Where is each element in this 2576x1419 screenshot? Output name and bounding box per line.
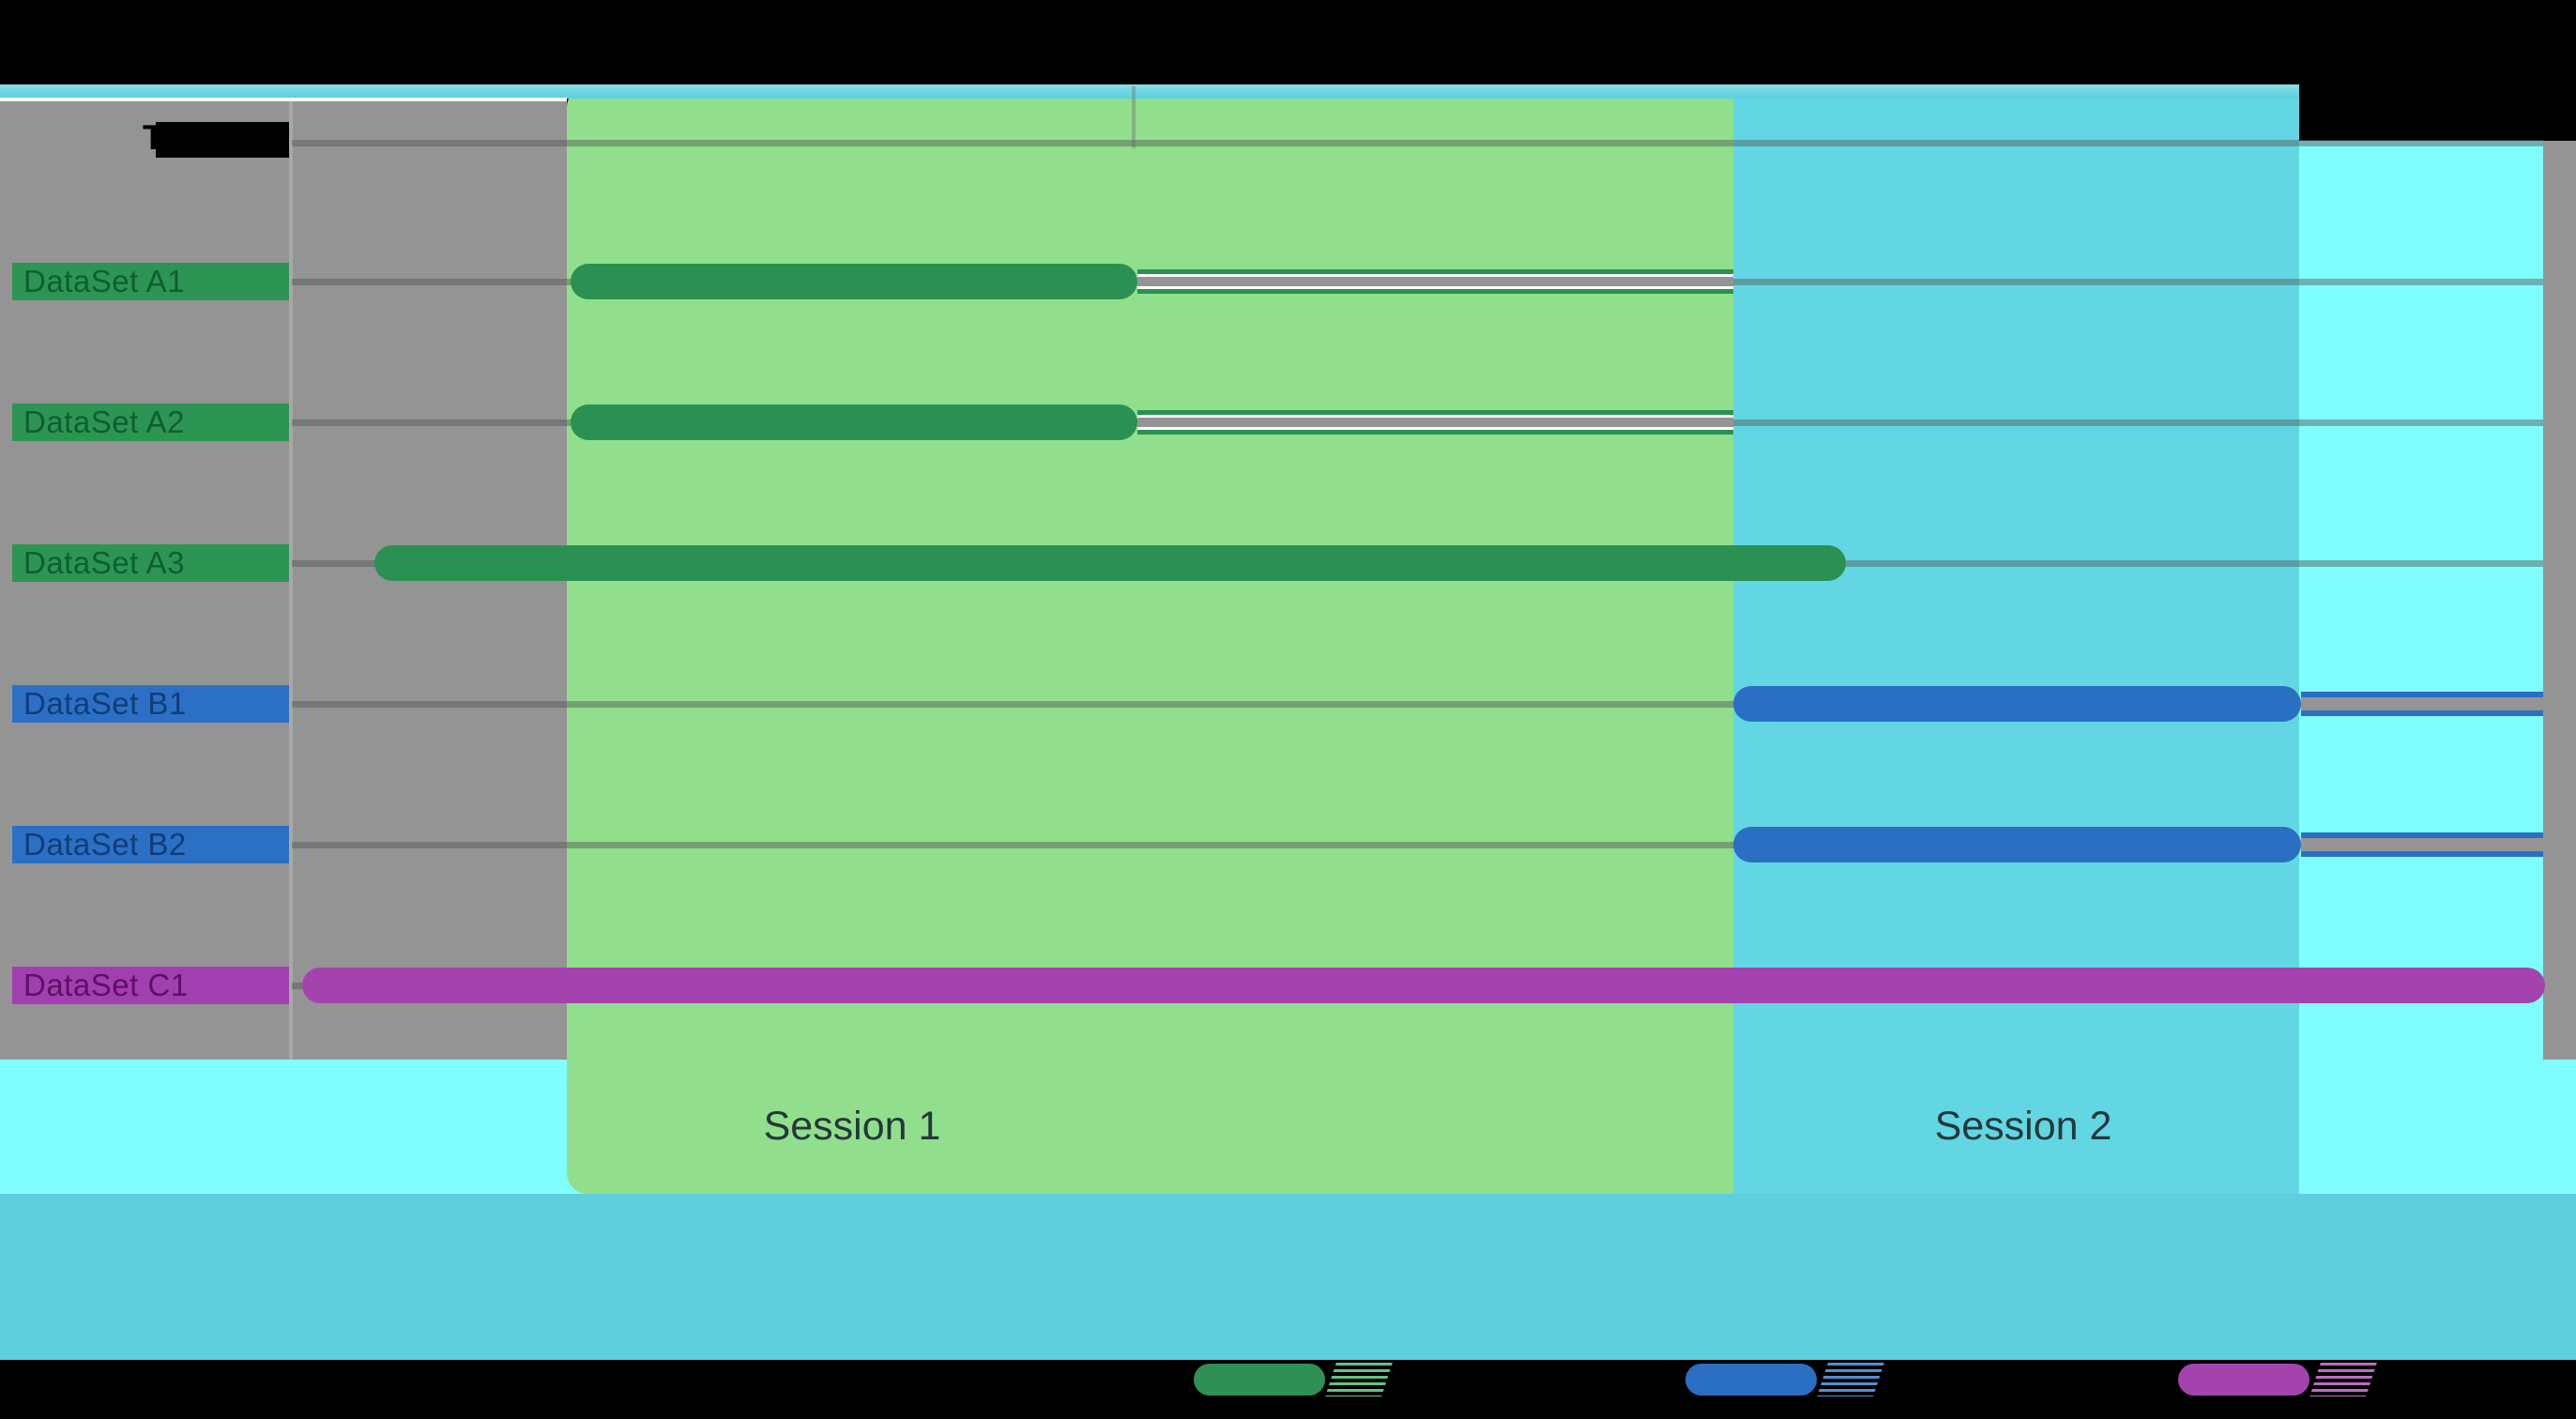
row-label-dataset-b1: DataSet B1 [12,685,289,723]
row-gridline [292,842,2543,848]
legend-pill-series-a[interactable] [1194,1364,1325,1396]
footer-cyan-band [0,1194,2576,1360]
top-strip-white-edge [0,98,567,101]
session1-column [567,86,1733,1194]
task-bar-dataset-a3[interactable] [374,545,1847,581]
session1-label: Session 1 [763,1104,941,1149]
task-bar-dataset-a2[interactable] [570,404,1138,440]
task-header-black-overlay [156,122,289,158]
row-label-dataset-a1: DataSet A1 [12,263,289,300]
top-right-black-patch [2299,84,2576,141]
right-gray-column [2543,141,2576,1060]
task-bar-dataset-a1[interactable] [570,264,1138,299]
extra-light-cyan-column [2299,139,2543,1194]
header-gridline [292,140,2543,146]
row-label-dataset-b2: DataSet B2 [12,826,289,863]
row-label-dataset-a3: DataSet A3 [12,544,289,582]
session2-label: Session 2 [1934,1104,2112,1149]
row-label-dataset-a2: DataSet A2 [12,404,289,441]
bar-tail-artifact [2301,832,2543,857]
bar-tail-artifact [1137,410,1734,435]
legend-pill-series-c[interactable] [2178,1364,2309,1396]
bar-tail-artifact [1137,269,1734,294]
top-cyan-strip [0,84,2299,99]
legend-pill-series-b[interactable] [1685,1364,1817,1396]
legend-streak-artifact [2309,1363,2377,1396]
task-bar-dataset-c1[interactable] [302,968,2545,1003]
bar-tail-artifact [2301,692,2543,716]
task-bar-dataset-b1[interactable] [1733,686,2302,722]
task-bar-dataset-b2[interactable] [1733,827,2302,862]
row-gridline [292,701,2543,708]
legend-streak-artifact [1817,1363,1884,1396]
header-vertical-tick [1132,86,1136,148]
panel-divider-line [289,100,293,1060]
row-label-dataset-c1: DataSet C1 [12,967,289,1004]
legend-streak-artifact [1325,1363,1393,1396]
session2-column [1733,86,2299,1194]
